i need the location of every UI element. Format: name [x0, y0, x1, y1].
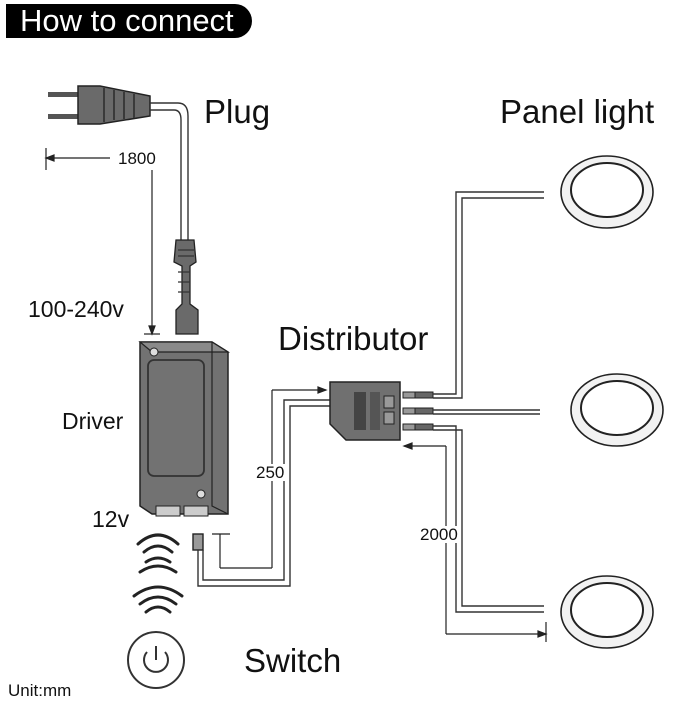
- light-cable-length: 2000: [418, 525, 460, 544]
- driver-box: [138, 341, 231, 517]
- distributor-label: Distributor: [278, 320, 429, 357]
- plug-icon: [48, 85, 151, 125]
- distributor-icon: [329, 381, 434, 441]
- panel-light-3: [560, 575, 654, 649]
- power-cable: [150, 102, 189, 240]
- plug-cable-length: 1800: [116, 149, 158, 168]
- switch-label: Switch: [244, 642, 342, 679]
- power-switch-icon: [127, 631, 185, 689]
- power-connector: [173, 239, 199, 335]
- remote-signal-icon: [132, 585, 184, 614]
- switch-cable-length: 250: [254, 463, 287, 482]
- panel-light-1: [560, 155, 654, 229]
- light-cables: [433, 191, 544, 613]
- diagram-title: How to connect: [6, 4, 252, 38]
- panel-light-2: [570, 373, 664, 447]
- panel-light-label: Panel light: [500, 93, 655, 130]
- unit-label: Unit:mm: [8, 681, 72, 700]
- plug-cable-dimension: [44, 148, 160, 336]
- plug-label: Plug: [204, 93, 271, 130]
- wireless-signal-icon: [136, 533, 180, 574]
- driver-label: Driver: [62, 408, 124, 434]
- output-voltage-label: 12v: [92, 506, 130, 532]
- switch-cable: [192, 399, 330, 587]
- input-voltage-label: 100-240v: [28, 296, 124, 322]
